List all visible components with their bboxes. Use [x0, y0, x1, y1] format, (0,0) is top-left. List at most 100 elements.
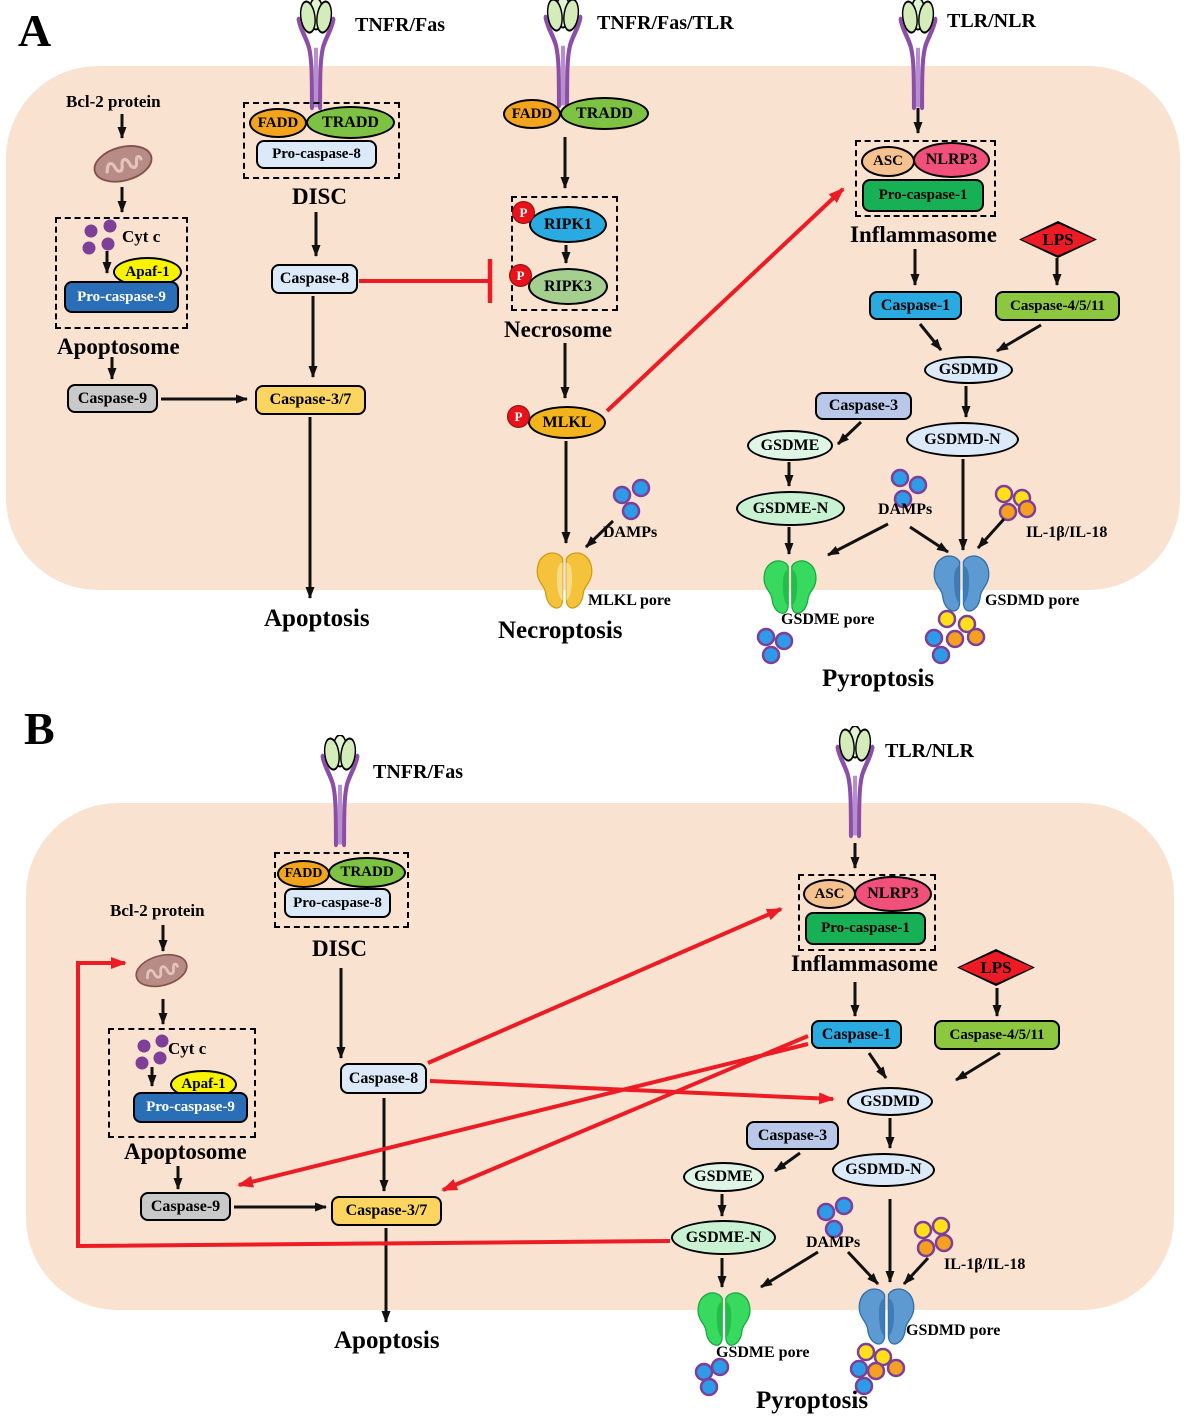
il1b-il18-label-a: IL-1β/IL-18: [1026, 524, 1108, 541]
node-gsdme-n-b: GSDME-N: [671, 1220, 776, 1255]
node-tradd-2-a: TRADD: [560, 97, 649, 130]
node-gsdmd-n-a: GSDMD-N: [906, 422, 1019, 457]
inflammasome-label-b: Inflammasome: [791, 951, 938, 976]
node-tradd-b: TRADD: [328, 857, 406, 888]
receptor-label-tnfr-fas-b: TNFR/Fas: [373, 761, 463, 783]
disc-label-a: DISC: [292, 184, 347, 209]
bcl2-label-b: Bcl-2 protein: [110, 901, 205, 920]
node-asc-a: ASC: [861, 146, 915, 177]
gsdmd-pore-icon-a: [934, 556, 989, 612]
node-caspase-9-a: Caspase-9: [67, 384, 158, 413]
apoptosis-label-b: Apoptosis: [334, 1327, 440, 1354]
node-caspase-8-a: Caspase-8: [271, 264, 358, 294]
node-gsdme-n-a: GSDME-N: [736, 491, 845, 526]
node-asc-b: ASC: [803, 879, 856, 909]
bcl2-label-a: Bcl-2 protein: [66, 92, 161, 111]
inflammasome-complex-box-b: [798, 874, 936, 951]
apoptosome-label-b: Apoptosome: [124, 1139, 247, 1164]
node-caspase-4-5-11-b: Caspase-4/5/11: [934, 1020, 1060, 1050]
receptor-label-tlr-nlr-a: TLR/NLR: [947, 10, 1036, 32]
inflammasome-complex-box-a: [855, 140, 996, 217]
node-gsdmd-a: GSDMD: [924, 356, 1013, 384]
pyroptosis-label-b: Pyroptosis: [756, 1387, 869, 1414]
damps-label-necroptosis-a: DAMPs: [603, 524, 658, 541]
cytokine-dots-b: [913, 1216, 954, 1258]
receptor-label-tlr-nlr-b: TLR/NLR: [885, 740, 974, 762]
necrosome-label-a: Necrosome: [504, 317, 613, 342]
released-dots-gsdmd-pore-b: [849, 1342, 906, 1396]
phospho-badge-ripk1-a: P: [512, 201, 535, 224]
node-pro-caspase-9-a: Pro-caspase-9: [64, 281, 179, 313]
receptor-icon-tlr-nlr-b: [837, 726, 872, 835]
damps-dots-b: [816, 1196, 854, 1239]
node-tradd-a: TRADD: [306, 106, 395, 139]
node-pro-caspase-8-a: Pro-caspase-8: [256, 140, 377, 169]
node-pro-caspase-9-b: Pro-caspase-9: [133, 1092, 248, 1123]
pyroptosis-label-a: Pyroptosis: [822, 665, 935, 692]
node-caspase-3-7-b: Caspase-3/7: [331, 1196, 442, 1226]
node-caspase-3-7-a: Caspase-3/7: [255, 385, 366, 415]
disc-complex-box-b: [274, 852, 409, 928]
node-caspase-1-b: Caspase-1: [811, 1020, 902, 1049]
panel-b-label: B: [24, 703, 55, 754]
phospho-badge-ripk3-a: P: [509, 264, 532, 287]
node-fadd-a: FADD: [249, 108, 307, 138]
node-ripk1-a: RIPK1: [529, 206, 607, 243]
node-nlrp3-a: NLRP3: [913, 142, 990, 178]
node-gsdmd-n-b: GSDMD-N: [832, 1153, 935, 1187]
node-pro-caspase-1-b: Pro-caspase-1: [805, 912, 926, 945]
mitochondria-icon-b: [131, 948, 192, 994]
cyt-c-dots-a: [82, 219, 117, 255]
cytokine-dots-a: [994, 484, 1037, 522]
node-ripk3-a: RIPK3: [528, 268, 608, 305]
cyt-c-label-a: Cyt c: [122, 227, 161, 246]
mitochondria-icon-a: [88, 138, 158, 190]
node-pro-caspase-1-a: Pro-caspase-1: [862, 179, 984, 212]
node-gsdmd-b: GSDMD: [847, 1087, 933, 1116]
node-caspase-8-b: Caspase-8: [340, 1063, 427, 1094]
mlkl-pore-label-a: MLKL pore: [588, 592, 671, 609]
gsdme-pore-icon-a: [764, 560, 816, 614]
node-caspase-3-b: Caspase-3: [746, 1121, 839, 1150]
released-dots-gsdme-pore-b: [694, 1357, 730, 1397]
panel-a-label: A: [18, 5, 52, 56]
released-dots-gsdme-pore-a: [756, 627, 794, 665]
gsdme-pore-label-b: GSDME pore: [716, 1344, 810, 1361]
node-caspase-9-b: Caspase-9: [140, 1192, 231, 1221]
node-gsdme-b: GSDME: [683, 1162, 764, 1192]
receptor-label-tnfr-fas-a: TNFR/Fas: [355, 14, 445, 36]
node-nlrp3-b: NLRP3: [854, 876, 932, 912]
receptor-icon-tnfr-fas-b: [322, 735, 357, 844]
damps-label-b: DAMPs: [806, 1234, 861, 1251]
damps-dots-pyroptosis-a: [890, 468, 928, 509]
inflammasome-label-a: Inflammasome: [850, 222, 997, 247]
node-caspase-1-a: Caspase-1: [869, 291, 962, 320]
receptor-icon-tlr-nlr-a: [900, 0, 935, 107]
apoptosis-label-a: Apoptosis: [264, 605, 370, 632]
damps-dots-necroptosis-a: [612, 478, 651, 521]
node-fadd-b: FADD: [277, 860, 330, 888]
necroptosis-label-a: Necroptosis: [498, 617, 623, 644]
receptor-icon-tnfr-fas-a: [298, 0, 333, 107]
disc-complex-box-a: [243, 102, 400, 179]
node-mlkl-a: MLKL: [528, 406, 606, 439]
cyt-c-label-b: Cyt c: [168, 1039, 207, 1058]
apoptosome-complex-box-a: [55, 217, 188, 329]
mlkl-pore-icon: [537, 553, 592, 609]
gsdmd-pore-label-a: GSDMD pore: [985, 592, 1080, 609]
il1b-il18-label-b: IL-1β/IL-18: [944, 1256, 1026, 1273]
receptor-icon-tnfr-fas-tlr-a: [545, 0, 580, 105]
phospho-badge-mlkl-a: P: [507, 405, 530, 428]
receptor-label-tnfr-fas-tlr-a: TNFR/Fas/TLR: [597, 12, 734, 34]
disc-label-b: DISC: [312, 936, 367, 961]
released-dots-gsdmd-pore-a: [924, 609, 986, 665]
apoptosome-label-a: Apoptosome: [57, 334, 180, 359]
gsdme-pore-icon-b: [698, 1292, 750, 1346]
node-caspase-4-5-11-a: Caspase-4/5/11: [995, 291, 1120, 321]
node-gsdme-a: GSDME: [747, 430, 833, 461]
node-fadd-2-a: FADD: [503, 99, 561, 129]
node-caspase-3-a: Caspase-3: [815, 392, 912, 420]
damps-label-pyroptosis-a: DAMPs: [878, 501, 933, 518]
